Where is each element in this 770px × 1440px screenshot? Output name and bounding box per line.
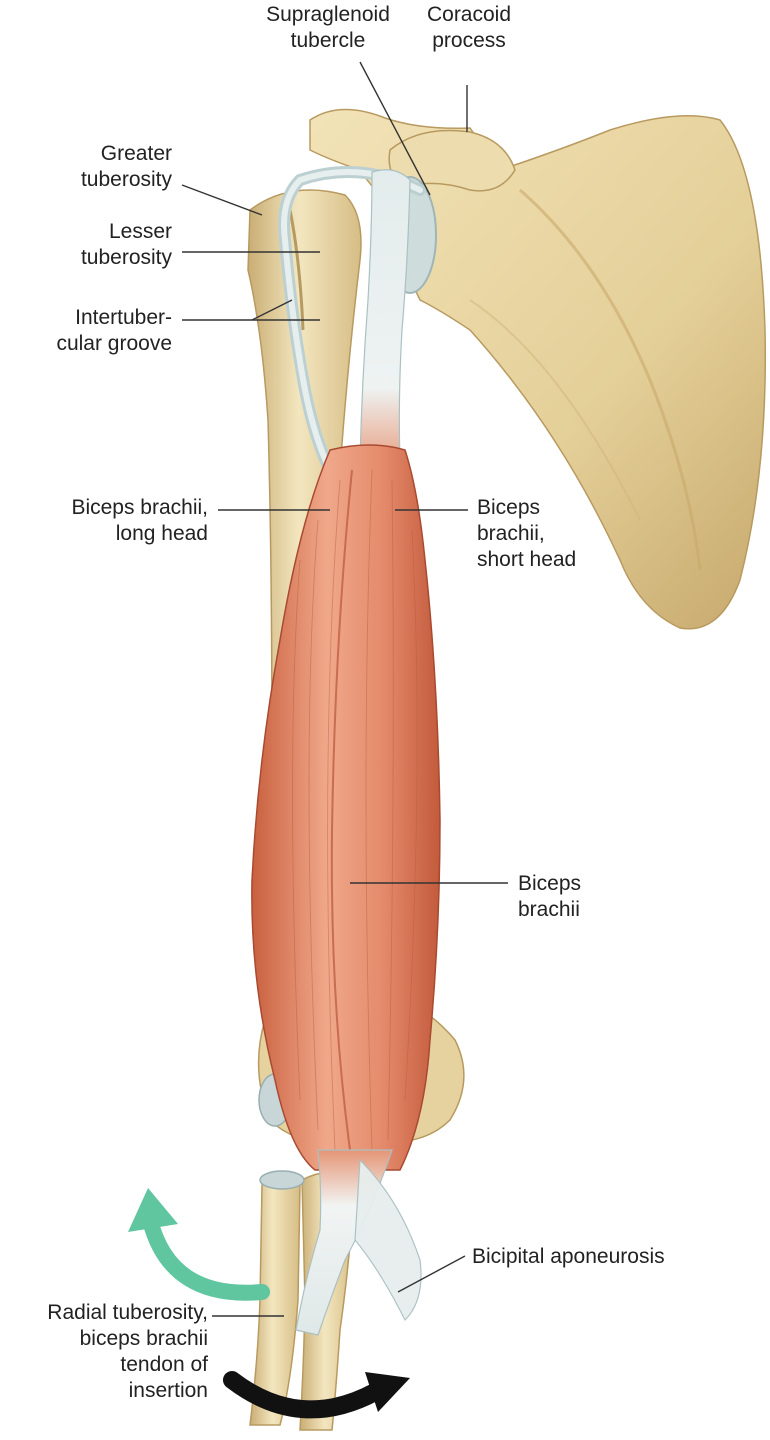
label-intertubercular-groove: Intertuber- cular groove [0,305,172,357]
label-intertubercular-line1: Intertuber- [0,305,172,331]
label-coracoid-line1: Coracoid [414,2,524,28]
label-biceps-line2: brachii [518,897,638,923]
label-short-head-line2: brachii, [477,521,627,547]
label-biceps-long-head: Biceps brachii, long head [0,495,208,547]
label-long-head-line2: long head [0,521,208,547]
label-biceps-line1: Biceps [518,871,638,897]
label-short-head-line1: Biceps [477,495,627,521]
label-greater-tuberosity: Greater tuberosity [0,141,172,193]
label-radial-line3: tendon of [0,1352,208,1378]
label-supraglenoid-line2: tubercle [248,28,408,54]
label-bicipital-aponeurosis: Bicipital aponeurosis [472,1244,762,1270]
label-short-head-line3: short head [477,547,627,573]
label-biceps-short-head: Biceps brachii, short head [477,495,627,573]
label-lesser-tuberosity: Lesser tuberosity [0,219,172,271]
label-biceps-brachii: Biceps brachii [518,871,638,923]
label-aponeurosis-line1: Bicipital aponeurosis [472,1244,762,1270]
label-supraglenoid-tubercle: Supraglenoid tubercle [248,2,408,54]
label-long-head-line1: Biceps brachii, [0,495,208,521]
short-head-tendon [360,170,410,460]
label-greater-line1: Greater [0,141,172,167]
label-coracoid-line2: process [414,28,524,54]
label-lesser-line1: Lesser [0,219,172,245]
label-lesser-line2: tuberosity [0,245,172,271]
label-coracoid-process: Coracoid process [414,2,524,54]
label-intertubercular-line2: cular groove [0,331,172,357]
label-radial-line2: biceps brachii [0,1326,208,1352]
bicipital-aponeurosis [355,1160,421,1320]
label-radial-line1: Radial tuberosity, [0,1300,208,1326]
label-radial-tuberosity: Radial tuberosity, biceps brachii tendon… [0,1300,208,1404]
label-radial-line4: insertion [0,1378,208,1404]
label-greater-line2: tuberosity [0,167,172,193]
supination-arrow-green-icon [128,1188,262,1293]
label-supraglenoid-line1: Supraglenoid [248,2,408,28]
